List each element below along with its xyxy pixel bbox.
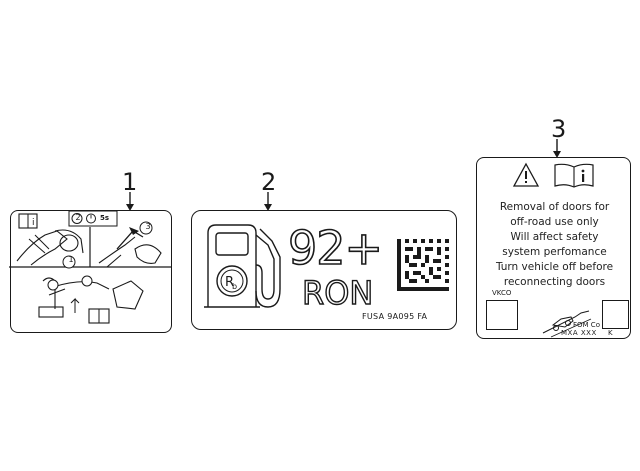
step-number-3: 3 [145, 222, 151, 231]
fuel-rating-label: R b 92+ RON FUSA 9A095 FA [191, 210, 457, 330]
callout-number-2: 2 [261, 168, 277, 196]
callout-arrow-1 [126, 192, 134, 211]
warning-line-3: Will affect safety [510, 231, 599, 243]
suffix-text: K [608, 329, 613, 337]
vehicle-offroad-icon [542, 310, 592, 338]
capless-funnel-illustration [38, 275, 145, 324]
box-caption: VKCO [492, 289, 512, 297]
warning-text: Removal of doors for off-road use only W… [477, 200, 632, 290]
refuel-instruction-graphic: i [9, 210, 172, 324]
fuel-pump-icon: R b [204, 224, 281, 308]
manual-book-icon: i [18, 213, 38, 229]
door-warning-label: Removal of doors for off-road use only W… [476, 157, 631, 339]
data-matrix-code [397, 239, 449, 291]
step-number-1: 1 [68, 255, 74, 264]
svg-text:R: R [225, 275, 234, 290]
fuel-rating-value: 92+ [287, 221, 384, 275]
callout-number-3: 3 [551, 115, 567, 143]
timer-seconds: 5s [100, 214, 110, 222]
svg-text:b: b [232, 282, 237, 291]
step-number-2: 2 [75, 213, 81, 222]
code-text: MXA XXX [561, 329, 597, 337]
part-number: FUSA 9A095 FA [362, 312, 428, 321]
owner-manual-icon [554, 163, 594, 188]
nozzle-remove-illustration [99, 221, 163, 268]
warning-line-2: off-road use only [510, 216, 599, 228]
fuel-rating-unit: RON [301, 274, 374, 312]
blank-box-left [486, 300, 518, 330]
warning-line-1: Removal of doors for [499, 201, 610, 213]
warning-line-6: reconnecting doors [503, 276, 606, 288]
warning-line-4: system perfomance [502, 246, 607, 258]
callout-arrow-3 [553, 139, 561, 158]
svg-text:i: i [32, 218, 35, 228]
nozzle-insert-illustration [16, 229, 84, 269]
warning-line-5: Turn vehicle off before [495, 261, 614, 273]
callout-number-1: 1 [122, 168, 138, 196]
warning-triangle-icon [512, 162, 540, 187]
callout-arrow-2 [264, 192, 272, 211]
blank-box-right [602, 300, 629, 329]
refuel-instruction-label: i [9, 210, 172, 333]
brand-text: FOM Co [573, 321, 600, 329]
